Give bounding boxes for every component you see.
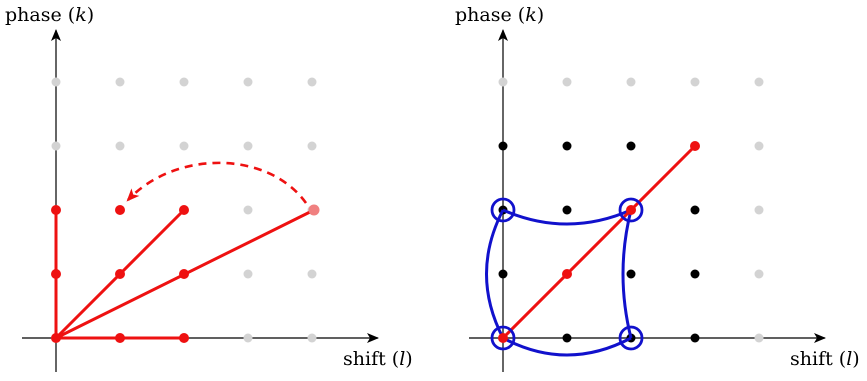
red-dot: [51, 269, 61, 279]
red-dot: [51, 333, 61, 343]
right-panel: phase (k) shift (l): [455, 4, 860, 372]
red-dot: [562, 269, 572, 279]
loop-top-edge: [502, 208, 632, 226]
red-dot: [626, 205, 636, 215]
grid-dot: [754, 77, 764, 87]
right-y-axis-title: phase (k): [455, 4, 544, 26]
red-dot: [179, 205, 189, 215]
grid-dot: [51, 141, 61, 151]
grid-dot: [626, 77, 636, 87]
active-grid-dot: [626, 141, 636, 151]
grid-dot: [562, 77, 572, 87]
active-grid-dot: [562, 205, 572, 215]
right-x-axis-title: shift (l): [790, 348, 860, 370]
left-x-axis-title: shift (l): [343, 348, 413, 370]
grid-dot: [498, 77, 508, 87]
grid-dot: [754, 333, 764, 343]
grid-dot: [754, 205, 764, 215]
red-dot: [115, 205, 125, 215]
grid-dot: [307, 77, 317, 87]
grid-dot: [179, 77, 189, 87]
grid-dot: [690, 77, 700, 87]
grid-dot: [115, 77, 125, 87]
grid-dot: [243, 269, 253, 279]
active-grid-dot: [690, 269, 700, 279]
loop-left-edge: [485, 209, 505, 339]
grid-dot: [243, 77, 253, 87]
active-grid-dot: [562, 333, 572, 343]
loop-bottom-edge: [502, 336, 632, 357]
red-dot: [498, 333, 508, 343]
grid-dot: [307, 269, 317, 279]
left-panel: phase (k) shift (l): [5, 4, 413, 372]
active-grid-dot: [690, 333, 700, 343]
red-dot: [179, 269, 189, 279]
wrap-around-arrow: [126, 161, 308, 204]
grid-dot: [243, 141, 253, 151]
blue-loop: [485, 208, 633, 357]
red-dot: [115, 333, 125, 343]
red-dot: [690, 141, 700, 151]
red-dot: [115, 269, 125, 279]
active-grid-dot: [498, 269, 508, 279]
blue-ring: [490, 197, 516, 223]
grid-dot: [115, 141, 125, 151]
grid-dot: [754, 269, 764, 279]
active-grid-dot: [626, 269, 636, 279]
blue-rings: [490, 197, 644, 351]
active-grid-dot: [690, 205, 700, 215]
active-grid-dot: [498, 141, 508, 151]
loop-right-edge: [621, 209, 633, 339]
blue-ring: [490, 325, 516, 351]
grid-dot: [754, 141, 764, 151]
active-grid-dot: [562, 141, 572, 151]
grid-dot: [243, 333, 253, 343]
red-dot: [179, 333, 189, 343]
grid-dot: [243, 205, 253, 215]
left-y-axis-title: phase (k): [5, 4, 94, 26]
faded-red-dot: [308, 204, 320, 216]
red-dot: [51, 205, 61, 215]
grid-dot: [307, 333, 317, 343]
blue-ring: [618, 197, 644, 223]
blue-ring: [618, 325, 644, 351]
grid-dot: [307, 141, 317, 151]
right-red-diagonal: [501, 144, 697, 340]
right-red-dots: [498, 141, 700, 343]
grid-dot: [179, 141, 189, 151]
grid-dot: [51, 77, 61, 87]
left-red-dots: [51, 205, 189, 343]
